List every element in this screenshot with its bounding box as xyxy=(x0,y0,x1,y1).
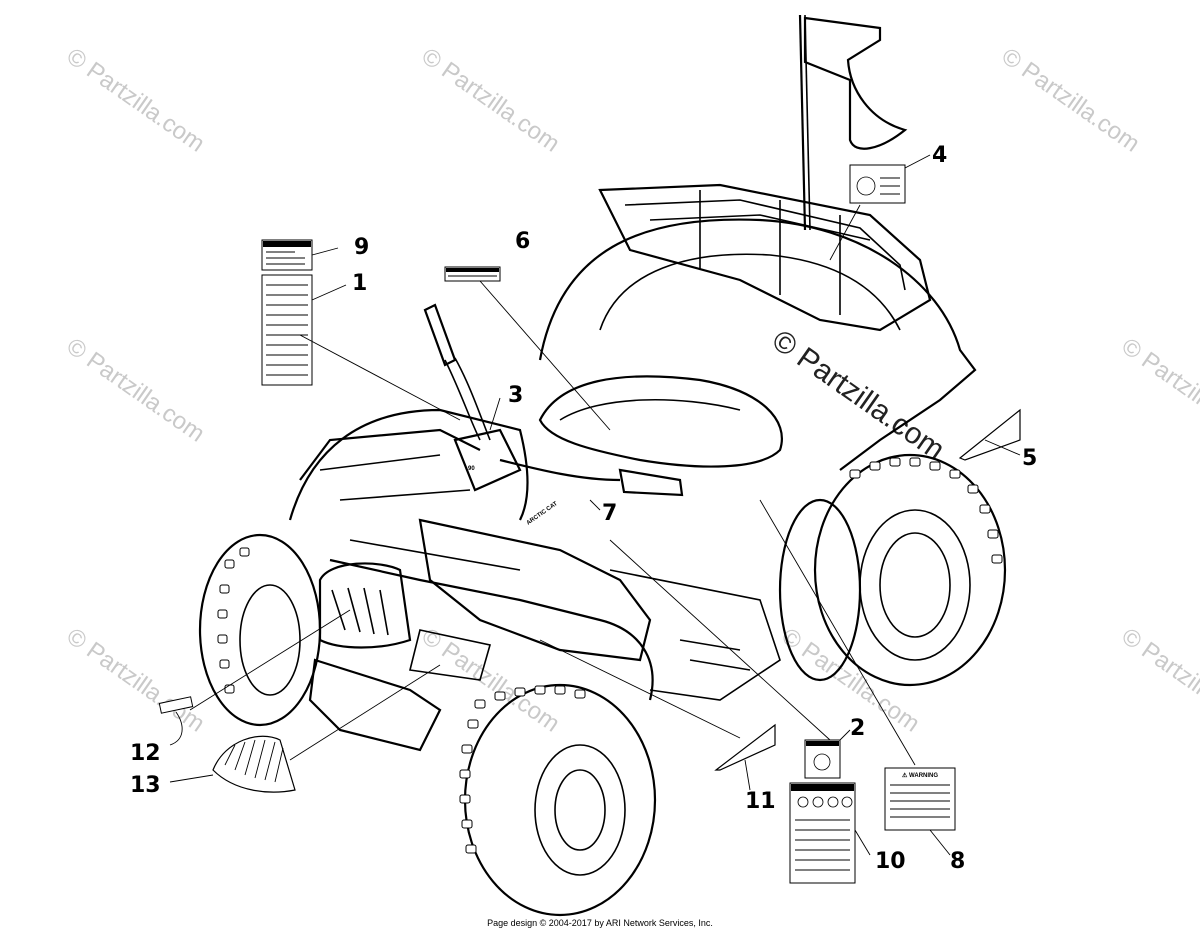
watermark: © Partzilla.com xyxy=(62,623,210,738)
decal-1 xyxy=(261,274,313,386)
center-watermark: © Partzilla.com xyxy=(766,324,951,467)
leader-lines xyxy=(169,154,1021,856)
callout-5: 5 xyxy=(1022,446,1037,471)
atv-illustration: 90 ARCTIC CAT xyxy=(198,14,1007,917)
decal-11 xyxy=(714,723,776,771)
decal-labels: ⚠ WARNING xyxy=(158,164,1021,884)
watermark: © Partzilla.com xyxy=(417,43,565,158)
watermark: © Partzilla.com xyxy=(1117,333,1200,448)
decal-13 xyxy=(212,735,296,793)
callout-12: 12 xyxy=(130,741,161,766)
decal-6 xyxy=(444,266,501,282)
callout-7: 7 xyxy=(602,501,617,526)
callout-6: 6 xyxy=(515,229,530,254)
callout-1: 1 xyxy=(352,271,367,296)
decal-10 xyxy=(789,782,856,884)
callout-11: 11 xyxy=(745,789,776,814)
watermark: © Partzilla.com xyxy=(62,43,210,158)
callout-3: 3 xyxy=(508,383,523,408)
callout-10: 10 xyxy=(875,849,906,874)
callout-8: 8 xyxy=(950,849,965,874)
watermark: © Partzilla.com xyxy=(997,43,1145,158)
watermark: © Partzilla.com xyxy=(62,333,210,448)
callout-numbers: 1 2 3 4 5 6 7 8 9 10 11 12 13 xyxy=(130,143,1037,874)
decal-4 xyxy=(849,164,906,204)
model-badge: 90 xyxy=(468,466,475,472)
brand-decal: ARCTIC CAT xyxy=(526,501,559,527)
watermark: © Partzilla.com xyxy=(1117,623,1200,738)
callout-9: 9 xyxy=(354,235,369,260)
decal-8-heading: ⚠ WARNING xyxy=(902,772,938,779)
decal-5 xyxy=(958,408,1021,461)
callout-4: 4 xyxy=(932,143,947,168)
callout-13: 13 xyxy=(130,773,161,798)
callout-2: 2 xyxy=(850,716,865,741)
tread-pattern xyxy=(217,457,1003,854)
decal-9 xyxy=(261,239,313,271)
decal-12 xyxy=(158,696,194,714)
decal-8: ⚠ WARNING xyxy=(884,767,956,831)
decal-2 xyxy=(804,739,841,779)
front-left-wheel xyxy=(198,533,322,727)
page-footer: Page design © 2004-2017 by ARI Network S… xyxy=(487,918,713,928)
